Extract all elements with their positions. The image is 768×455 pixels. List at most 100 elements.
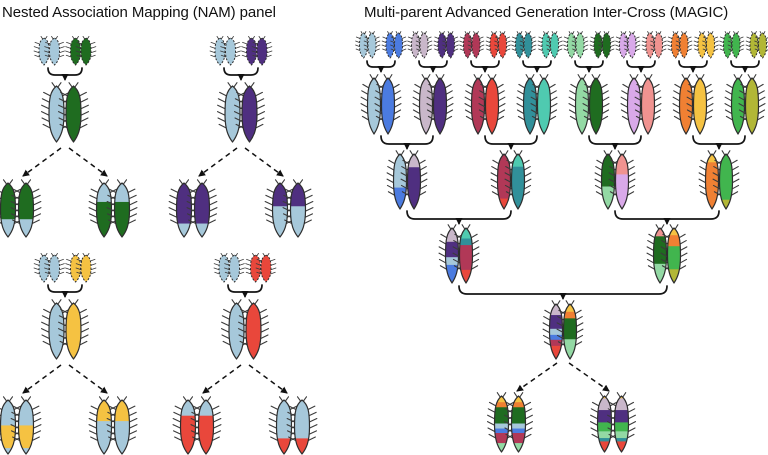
wheat-ear — [606, 392, 637, 453]
cross-bracket — [406, 210, 512, 220]
nam-cross-1 — [0, 35, 138, 238]
wheat-ear — [727, 31, 745, 59]
wheat-ear — [255, 252, 277, 283]
wheat-ear — [400, 150, 428, 210]
magic-four-way-4 — [692, 135, 746, 210]
magic-eight-way-2 — [614, 210, 720, 284]
wheat-ear — [40, 82, 73, 143]
wheat-ear — [546, 31, 563, 59]
selfing-dashed-arrow — [68, 147, 108, 177]
wheat-ear — [494, 31, 511, 59]
magic-founder-cross-1 — [355, 31, 407, 135]
wheat-ear — [233, 82, 266, 143]
nam-cross-3 — [0, 252, 138, 455]
wheat-ear — [220, 35, 241, 66]
cross-bracket — [730, 60, 760, 68]
selfing-dashed-arrow — [568, 362, 610, 392]
wheat-ear — [503, 392, 534, 453]
nam-panel — [0, 35, 318, 455]
wheat-ear — [452, 224, 480, 284]
wheat-ear — [598, 31, 615, 59]
cross-bracket — [227, 284, 263, 293]
nam-cross-4 — [172, 252, 318, 455]
magic-founder-cross-3 — [459, 31, 511, 135]
wheat-ear — [282, 179, 314, 238]
wheat-ear — [675, 31, 693, 59]
wheat-ear — [75, 35, 97, 66]
magic-founder-cross-6 — [615, 31, 667, 135]
wheat-ear — [582, 74, 610, 135]
cross-bracket — [626, 60, 656, 68]
wheat-ear — [442, 31, 459, 59]
wheat-ear — [186, 179, 218, 238]
wheat-ear — [478, 74, 506, 135]
wheat-ear — [106, 396, 138, 455]
wheat-ear — [712, 150, 740, 210]
selfing-dashed-arrow — [202, 364, 242, 394]
nam-title: Nested Association Mapping (NAM) panel — [2, 4, 276, 21]
magic-four-way-2 — [484, 135, 538, 210]
wheat-ear — [556, 300, 584, 360]
wheat-ear — [10, 396, 42, 455]
wheat-ear — [224, 252, 245, 283]
wheat-ear — [519, 31, 537, 59]
wheat-ear — [634, 74, 662, 135]
wheat-ear — [738, 74, 766, 135]
cross-bracket — [678, 60, 708, 68]
wheat-ear — [486, 392, 517, 453]
wheat-ear — [251, 35, 273, 66]
wheat-ear — [44, 252, 65, 283]
selfing-dashed-arrow — [22, 364, 62, 394]
wheat-ear — [623, 31, 641, 59]
cross-bracket — [418, 60, 448, 68]
wheat-ear — [190, 396, 222, 455]
wheat-ear — [106, 179, 138, 238]
magic-progeny — [486, 362, 637, 453]
cross-bracket — [692, 135, 746, 145]
nam-cross-2 — [168, 35, 314, 238]
magic-four-way-1 — [380, 135, 434, 210]
cross-bracket — [223, 67, 259, 76]
cross-bracket — [47, 284, 83, 293]
wheat-ear — [57, 299, 90, 360]
wheat-ear — [530, 74, 558, 135]
magic-panel — [355, 31, 768, 453]
magic-eight-way-1 — [406, 210, 512, 284]
wheat-ear — [702, 31, 719, 59]
cross-bracket — [484, 135, 538, 145]
selfing-dashed-arrow — [248, 364, 288, 394]
wheat-ear — [608, 150, 636, 210]
wheat-ear — [363, 31, 381, 59]
magic-founder-cross-5 — [563, 31, 615, 135]
selfing-dashed-arrow — [22, 147, 62, 177]
cross-bracket — [588, 135, 642, 145]
wheat-ear — [237, 299, 270, 360]
magic-title: Multi-parent Advanced Generation Inter-C… — [364, 4, 728, 21]
cross-bracket — [470, 60, 500, 68]
selfing-dashed-arrow — [68, 364, 108, 394]
cross-bracket — [458, 285, 668, 295]
selfing-dashed-arrow — [516, 362, 558, 392]
magic-sixteen-way — [458, 285, 668, 360]
magic-founder-cross-2 — [407, 31, 459, 135]
wheat-ear — [504, 150, 532, 210]
selfing-dashed-arrow — [244, 147, 284, 177]
wheat-ear — [426, 74, 454, 135]
magic-founder-cross-7 — [667, 31, 719, 135]
wheat-ear — [415, 31, 433, 59]
cross-bracket — [522, 60, 552, 68]
magic-founder-cross-4 — [511, 31, 563, 135]
cross-bracket — [47, 67, 83, 76]
wheat-ear — [57, 82, 90, 143]
selfing-dashed-arrow — [198, 147, 238, 177]
wheat-ear — [650, 31, 667, 59]
wheat-ear — [0, 396, 24, 455]
magic-four-way-3 — [588, 135, 642, 210]
wheat-ear — [75, 252, 97, 283]
magic-founder-cross-8 — [719, 31, 768, 135]
wheat-ear — [44, 35, 65, 66]
wheat-ear — [686, 74, 714, 135]
wheat-ear — [571, 31, 589, 59]
